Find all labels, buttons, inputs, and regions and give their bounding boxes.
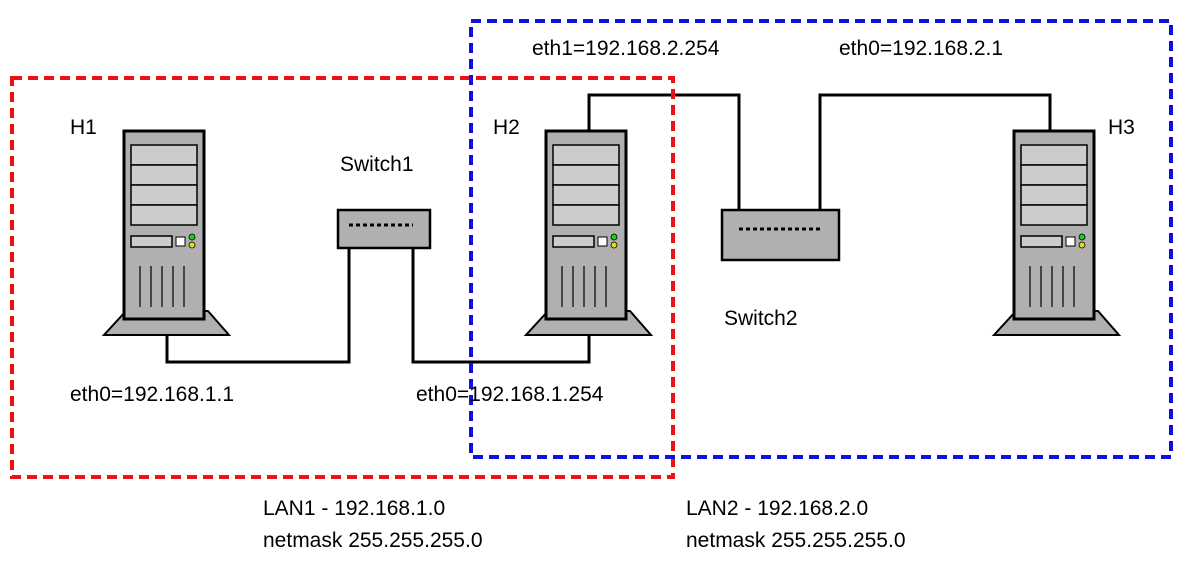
lan2-netmask: netmask 255.255.255.0: [686, 529, 906, 552]
switch1-label: Switch1: [340, 153, 414, 176]
cables: [165, 93, 1052, 364]
lan1-netmask: netmask 255.255.255.0: [263, 529, 483, 552]
h1-label: H1: [70, 116, 97, 139]
h2-eth0-label: eth0=192.168.1.254: [416, 383, 604, 406]
switch2-label: Switch2: [724, 307, 798, 330]
h3-label: H3: [1108, 116, 1135, 139]
cable-switch2-h3: [818, 93, 1052, 226]
switch1-icon: [336, 208, 432, 250]
h1-eth0-label: eth0=192.168.1.1: [70, 383, 234, 406]
lan2-boundary: [469, 19, 1173, 459]
h3-server-icon: [992, 129, 1121, 337]
switch2-icon: [720, 208, 841, 262]
lan1-name: LAN1 - 192.168.1.0: [263, 497, 445, 520]
h2-server-icon: [524, 129, 653, 337]
h1-server-icon: [102, 129, 231, 337]
cable-switch1-h2: [411, 225, 591, 364]
lan2-name: LAN2 - 192.168.2.0: [686, 497, 868, 520]
h2-label: H2: [493, 116, 520, 139]
cable-h1-switch1: [165, 225, 351, 364]
cable-h2-switch2: [587, 93, 741, 226]
h3-eth0-label: eth0=192.168.2.1: [839, 37, 1003, 60]
h2-eth1-label: eth1=192.168.2.254: [532, 37, 720, 60]
lan1-boundary: [10, 76, 675, 479]
